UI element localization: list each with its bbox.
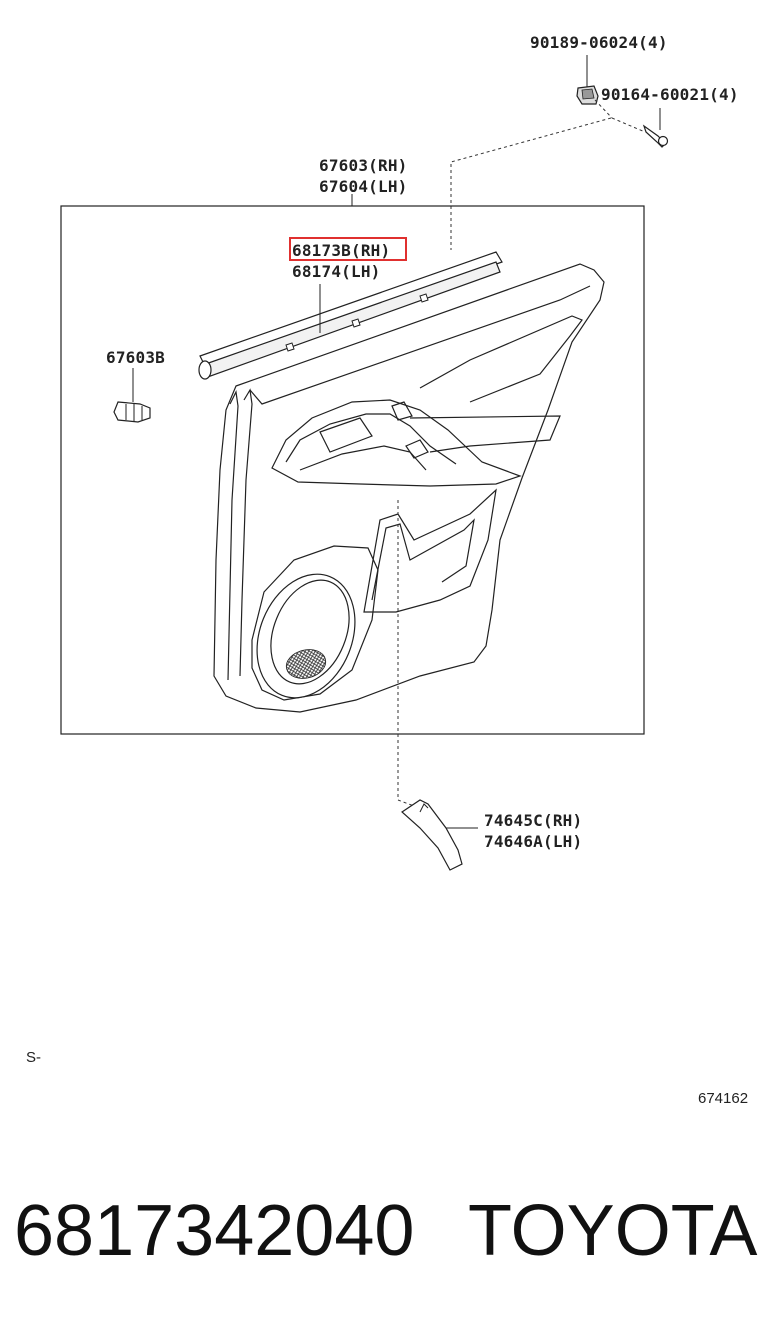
clip-67603b-icon bbox=[113, 368, 151, 423]
brand-name: TOYOTA bbox=[468, 1191, 758, 1271]
label-68174-lh: 68174(LH) bbox=[292, 262, 381, 281]
label-90164: 90164-60021(4) bbox=[601, 85, 739, 104]
bolt-90189-icon bbox=[576, 55, 599, 105]
garnish-part bbox=[401, 799, 478, 871]
label-74646a-lh: 74646A(LH) bbox=[484, 832, 582, 851]
speaker-grille bbox=[285, 649, 327, 679]
label-68173b-rh: 68173B(RH) bbox=[292, 241, 390, 260]
label-90189: 90189-06024(4) bbox=[530, 33, 668, 52]
label-67603-rh: 67603(RH) bbox=[319, 156, 408, 175]
door-trim-panel bbox=[213, 263, 605, 713]
label-74645c-rh: 74645C(RH) bbox=[484, 811, 582, 830]
weatherstrip-part bbox=[198, 251, 503, 380]
panel-frame bbox=[60, 205, 645, 735]
corner-mark: S- bbox=[26, 1049, 41, 1066]
highlight-box bbox=[289, 237, 407, 261]
diagram-id: 674162 bbox=[698, 1090, 748, 1107]
part-number: 6817342040 bbox=[14, 1191, 415, 1271]
label-67604-lh: 67604(LH) bbox=[319, 177, 408, 196]
screw-90164-icon bbox=[642, 108, 669, 148]
label-67603b: 67603B bbox=[106, 348, 165, 367]
